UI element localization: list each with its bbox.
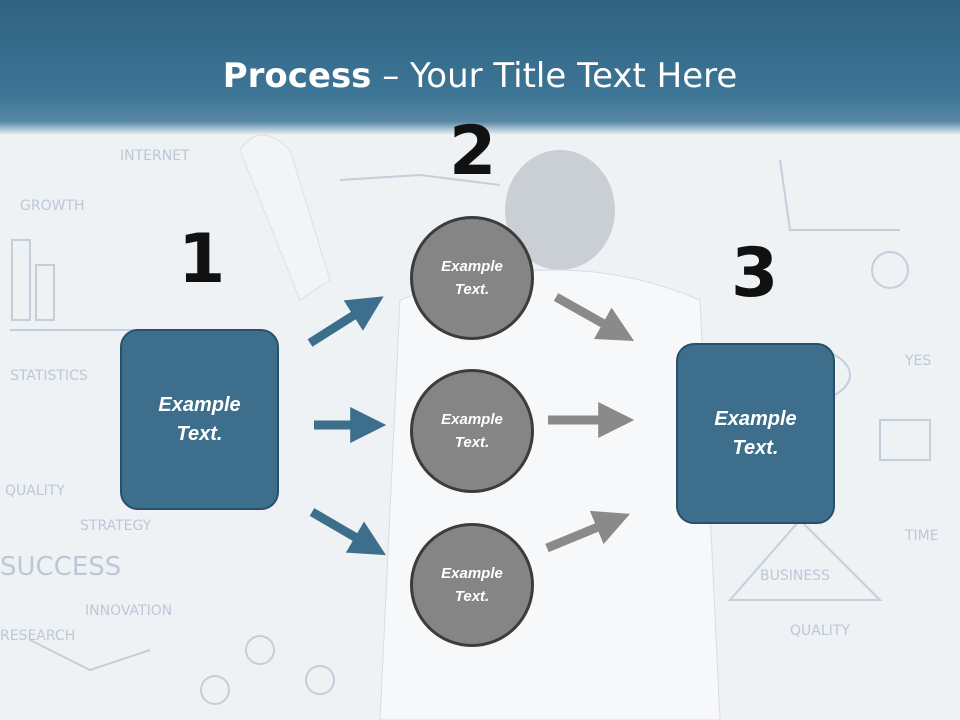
title-banner — [0, 0, 960, 135]
circle-bottom-line2: Text. — [454, 588, 490, 605]
svg-text:YES: YES — [904, 353, 931, 369]
title-rest: – Your Title Text Here — [371, 56, 738, 96]
left-box-line2: Text. — [176, 422, 223, 445]
svg-text:STRATEGY: STRATEGY — [80, 518, 152, 534]
arrow-bottom-to-right — [545, 510, 630, 553]
circle-top-line1: Example — [441, 258, 503, 275]
svg-text:SUCCESS: SUCCESS — [0, 552, 121, 582]
svg-text:INTERNET: INTERNET — [120, 148, 190, 164]
step-number-3: 3 — [731, 234, 779, 313]
svg-text:STATISTICS: STATISTICS — [10, 368, 88, 384]
arrow-left-to-bottom — [309, 508, 386, 556]
svg-text:RESEARCH: RESEARCH — [0, 628, 75, 644]
slide-title: Process – Your Title Text Here — [0, 56, 960, 96]
svg-text:QUALITY: QUALITY — [790, 623, 850, 639]
circle-middle-line2: Text. — [454, 434, 490, 451]
svg-text:TIME: TIME — [904, 528, 939, 544]
circle-top-line2: Text. — [454, 281, 490, 298]
svg-text:QUALITY: QUALITY — [5, 483, 65, 499]
step-number-2: 2 — [449, 112, 497, 191]
svg-text:BUSINESS: BUSINESS — [760, 568, 830, 584]
arrow-top-to-right — [553, 293, 635, 341]
right-box-line2: Text. — [732, 436, 779, 459]
svg-text:GROWTH: GROWTH — [20, 198, 85, 214]
step-number-1: 1 — [178, 220, 226, 299]
svg-text:INNOVATION: INNOVATION — [85, 603, 172, 619]
right-box-line1: Example — [714, 407, 797, 430]
arrow-left-to-top — [307, 296, 384, 347]
title-bold: Process — [222, 56, 372, 96]
circle-middle-line1: Example — [441, 411, 503, 428]
circle-bottom-line1: Example — [441, 565, 503, 582]
left-box-line1: Example — [158, 393, 241, 416]
